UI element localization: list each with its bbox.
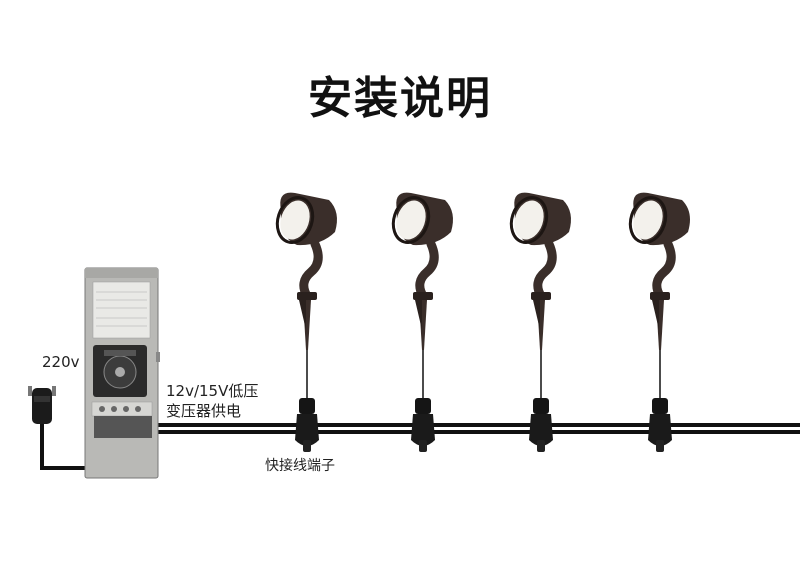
main-cable bbox=[155, 423, 800, 434]
transformer-label-line2: 变压器供电 bbox=[166, 402, 242, 420]
voltage-label: 220v bbox=[42, 353, 80, 371]
page-title: 安装说明 bbox=[308, 73, 492, 124]
spotlight-1 bbox=[275, 192, 337, 400]
quick-connector-1 bbox=[295, 398, 319, 452]
quick-connector-2 bbox=[411, 398, 435, 452]
spotlight-3 bbox=[509, 192, 571, 400]
spotlight-4 bbox=[628, 192, 690, 400]
quick-connector-4 bbox=[648, 398, 672, 452]
connector-label: 快接线端子 bbox=[265, 458, 335, 474]
quick-connector-3 bbox=[529, 398, 553, 452]
spotlight-2 bbox=[391, 192, 453, 400]
transformer-label-line1: 12v/15V低压 bbox=[166, 382, 259, 400]
transformer-box bbox=[84, 267, 160, 479]
